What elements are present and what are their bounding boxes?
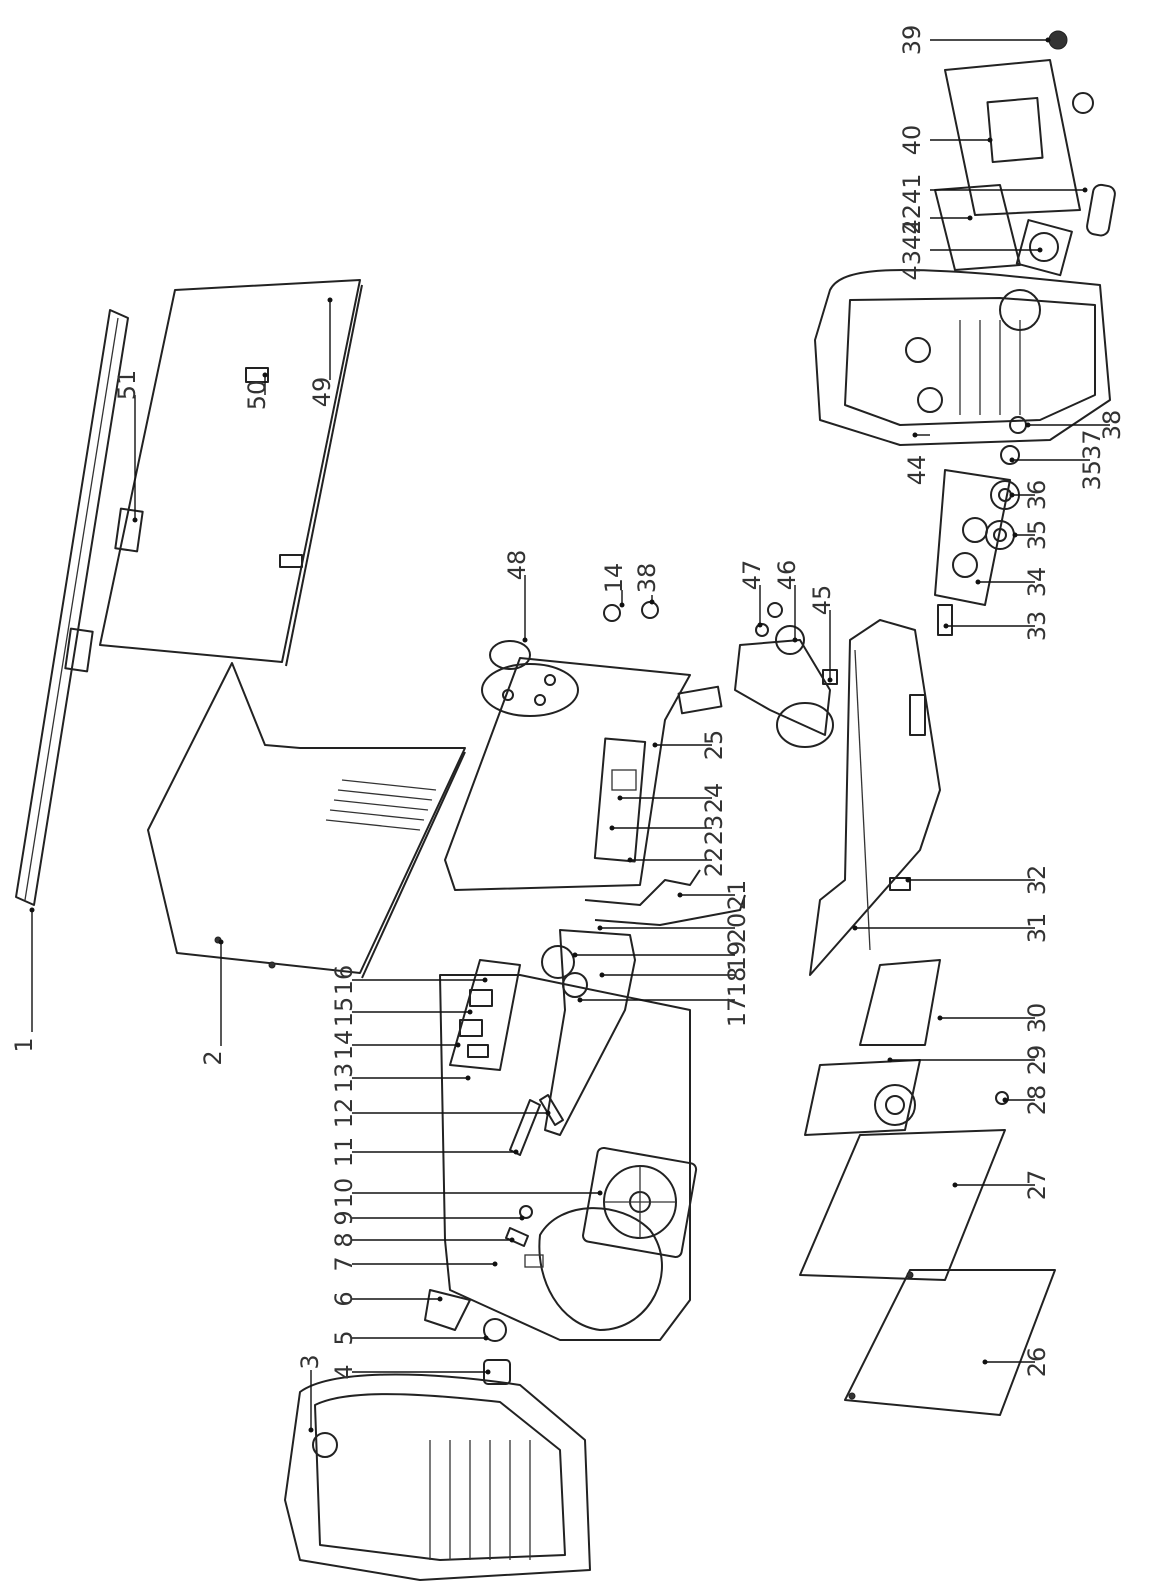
callout-50: 50 bbox=[243, 380, 271, 411]
part-39-knob bbox=[1048, 30, 1068, 50]
callout-7: 7 bbox=[330, 1256, 358, 1271]
part-17-21-valve-plate bbox=[541, 869, 746, 1136]
part-3-front-panel bbox=[284, 1373, 591, 1581]
callout-31: 31 bbox=[1023, 913, 1051, 944]
callout-4342: 4342 bbox=[898, 219, 926, 280]
callout-40: 40 bbox=[898, 125, 926, 156]
callout-26: 26 bbox=[1023, 1347, 1051, 1378]
callout-28: 28 bbox=[1023, 1085, 1051, 1116]
callout-5: 5 bbox=[330, 1330, 358, 1345]
part-12-tube bbox=[539, 1094, 564, 1126]
callout-12: 12 bbox=[330, 1098, 358, 1129]
callout-2: 2 bbox=[199, 1050, 227, 1065]
callout-9: 9 bbox=[330, 1210, 358, 1225]
callout-38: 38 bbox=[1098, 410, 1126, 441]
callout-51: 51 bbox=[113, 370, 141, 401]
callout-24: 24 bbox=[700, 783, 728, 814]
part-1-rail bbox=[15, 309, 129, 906]
part-31-base-tray bbox=[809, 619, 941, 976]
callout-36: 36 bbox=[1023, 480, 1051, 511]
callout-49: 49 bbox=[308, 377, 336, 408]
part-44-rear-panel bbox=[814, 269, 1111, 446]
callout-15: 15 bbox=[330, 997, 358, 1028]
part-7-frame bbox=[439, 974, 691, 1341]
callout-21: 21 bbox=[723, 880, 751, 911]
callout-33: 33 bbox=[1023, 611, 1051, 642]
part-49-top-cover bbox=[64, 279, 363, 673]
callout-22: 22 bbox=[700, 847, 728, 878]
part-40-43-rear-boards bbox=[934, 59, 1116, 277]
part-27-main-board bbox=[799, 1084, 1006, 1281]
callout-4241: 4241 bbox=[898, 173, 926, 234]
callout-20: 20 bbox=[723, 913, 751, 944]
callout-6: 6 bbox=[330, 1291, 358, 1306]
callout-32: 32 bbox=[1023, 865, 1051, 896]
callout-19: 19 bbox=[723, 941, 751, 972]
part-13-16-pcb-board bbox=[449, 959, 521, 1071]
part-5-connector bbox=[483, 1318, 507, 1342]
callout-30: 30 bbox=[1023, 1003, 1051, 1034]
part-11-tube bbox=[509, 1099, 541, 1156]
callout-47: 47 bbox=[738, 560, 766, 591]
callout-13: 13 bbox=[330, 1063, 358, 1094]
part-14-38-nuts bbox=[603, 601, 659, 622]
callout-labels: 1 2 3 4 5 6 7 8 9 10 11 12 13 14 15 16 1… bbox=[10, 25, 1126, 1380]
callout-34: 34 bbox=[1023, 567, 1051, 598]
callout-46: 46 bbox=[773, 560, 801, 591]
callout-35: 35 bbox=[1023, 520, 1051, 551]
callout-39: 39 bbox=[898, 25, 926, 56]
callout-44: 44 bbox=[903, 455, 931, 486]
part-28-30-small-boards bbox=[804, 959, 1009, 1136]
callout-45: 45 bbox=[808, 585, 836, 616]
callout-17: 17 bbox=[723, 997, 751, 1028]
callout-4: 4 bbox=[330, 1364, 358, 1379]
callout-3537: 3537 bbox=[1078, 429, 1106, 490]
part-26-cover-plate bbox=[844, 1269, 1056, 1416]
leader-lines bbox=[29, 37, 1110, 1433]
callout-18: 18 bbox=[723, 967, 751, 998]
callout-29: 29 bbox=[1023, 1045, 1051, 1076]
callout-38-upper: 38 bbox=[633, 563, 661, 594]
callout-14-upper: 14 bbox=[600, 563, 628, 594]
part-6-bracket bbox=[424, 1289, 471, 1331]
callout-1: 1 bbox=[10, 1037, 38, 1052]
callout-27: 27 bbox=[1023, 1170, 1051, 1201]
part-9-fitting bbox=[519, 1205, 533, 1219]
part-10-fan bbox=[582, 1146, 698, 1258]
callout-14: 14 bbox=[330, 1030, 358, 1061]
part-48-wheel bbox=[481, 640, 579, 717]
callout-23: 23 bbox=[700, 815, 728, 846]
part-2-cover-panel bbox=[147, 662, 466, 979]
callout-48: 48 bbox=[503, 550, 531, 581]
part-8-fitting bbox=[505, 1227, 529, 1247]
callout-10: 10 bbox=[330, 1178, 358, 1209]
part-38-plug bbox=[1009, 416, 1027, 434]
callout-11: 11 bbox=[330, 1137, 358, 1168]
part-45-47-motor bbox=[677, 602, 838, 748]
callout-16: 16 bbox=[330, 965, 358, 996]
callout-25: 25 bbox=[700, 730, 728, 761]
part-33-36-rear-plate bbox=[934, 445, 1020, 636]
part-22-25-inner-plate bbox=[444, 657, 691, 891]
callout-3: 3 bbox=[296, 1354, 324, 1369]
callout-8: 8 bbox=[330, 1232, 358, 1247]
